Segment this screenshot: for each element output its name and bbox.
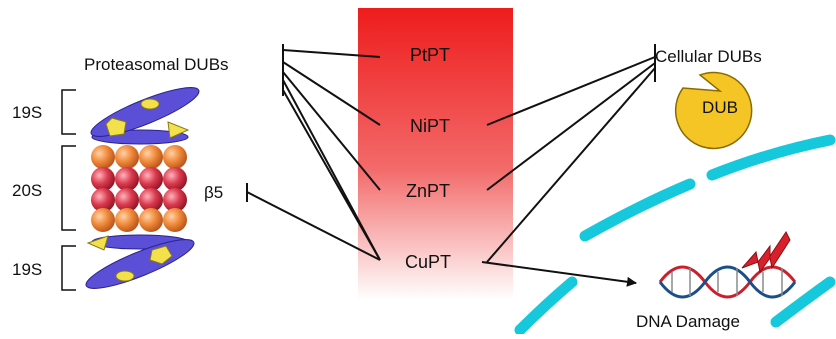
segment-20s-label: 20S (12, 181, 43, 200)
compound-znpt: ZnPT (406, 181, 451, 201)
damage-lightning-icon (741, 231, 791, 274)
compound-nipt: NiPT (410, 116, 450, 136)
proteasomal-dub-inhibition-lines (282, 44, 381, 261)
segment-19s-bottom-label: 19S (12, 260, 43, 279)
nucleus-membrane (514, 134, 836, 336)
beta5-inhibition (246, 183, 381, 261)
proteasomal-dubs-label: Proteasomal DUBs (84, 55, 229, 74)
compound-gradient-band (358, 8, 513, 300)
cellular-dubs-label: Cellular DUBs (655, 47, 762, 66)
proteasome-20s-core (91, 145, 187, 232)
segment-19s-top-label: 19S (12, 103, 43, 122)
cellular-dub-inhibition-lines (486, 44, 656, 263)
proteasome-19s-top-cap (90, 87, 200, 145)
proteasome-19s-bottom-cap (85, 234, 195, 289)
compound-ptpt: PtPT (410, 45, 451, 65)
dub-enzyme-icon: DUB (674, 71, 753, 150)
dna-damage-label: DNA Damage (636, 312, 740, 331)
beta5-label: β5 (204, 183, 224, 202)
dub-enzyme-label: DUB (702, 98, 738, 117)
dna-damage-arrow (481, 261, 637, 287)
dna-helix-icon (658, 265, 797, 299)
proteasome-brackets (61, 89, 76, 291)
compound-cupt: CuPT (405, 252, 452, 272)
